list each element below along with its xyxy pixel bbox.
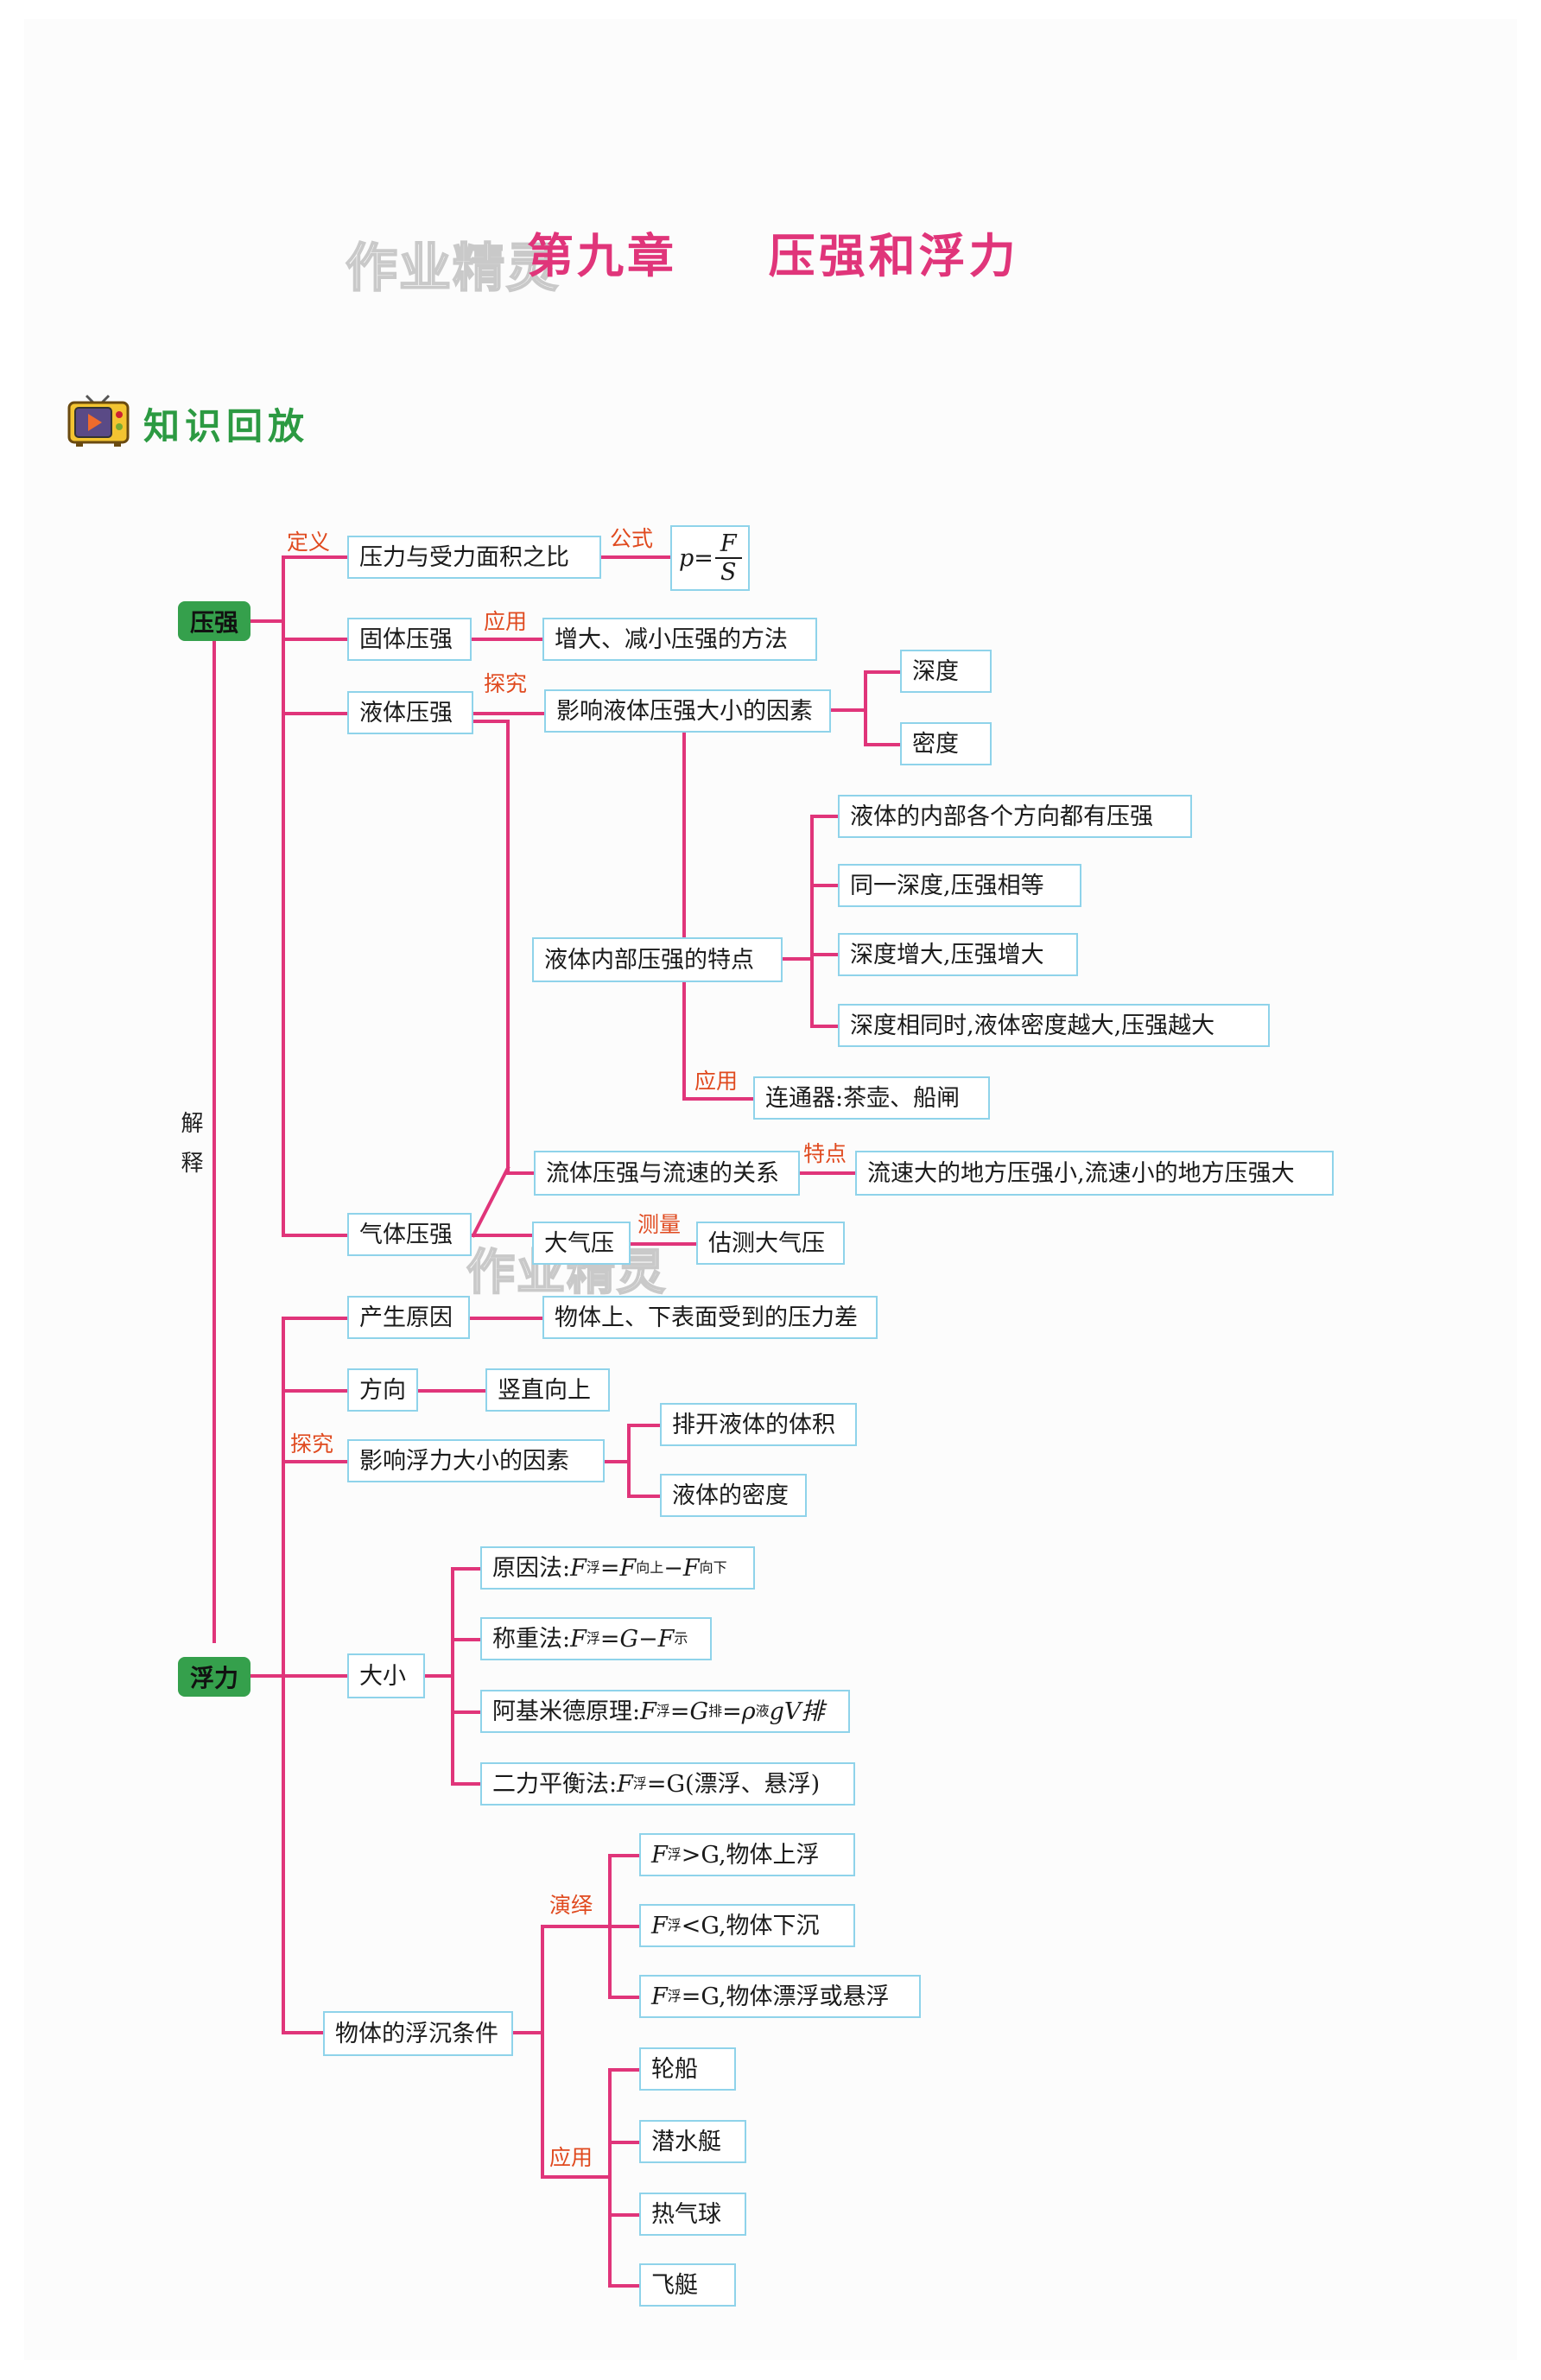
formula-lhs: p= (679, 544, 713, 572)
box-connector: 连通器:茶壶、船闸 (753, 1076, 990, 1120)
feature-item-3: 深度增大,压强增大 (838, 933, 1078, 976)
tail: gV排 (769, 1698, 825, 1725)
formula-fraction: F S (714, 532, 742, 586)
sub: 浮 (667, 1846, 682, 1863)
label-measure: 测量 (637, 1212, 682, 1237)
side-label-explain: 解释 (177, 1111, 203, 1190)
box-atm: 大气压 (532, 1222, 631, 1265)
feature-item-2: 同一深度,压强相等 (838, 864, 1081, 907)
sub: 浮 (656, 1703, 670, 1719)
eq: =G (669, 1698, 709, 1725)
symbol-F: F (570, 1554, 587, 1582)
sub: 浮 (586, 1559, 600, 1576)
box-formula: p= F S (670, 525, 750, 591)
label-definition: 定义 (287, 530, 331, 555)
box-estimate: 估测大气压 (696, 1222, 845, 1265)
sub2: 排 (708, 1703, 723, 1719)
box-liquid-pressure: 液体压强 (347, 691, 473, 734)
rest: =ρ (722, 1698, 756, 1725)
box-depth: 深度 (900, 650, 992, 693)
apply-item-airship: 飞艇 (639, 2263, 736, 2307)
box-size: 大小 (347, 1653, 425, 1698)
method-name: 阿基米德原理: (492, 1698, 641, 1725)
box-buoy-factor-2: 液体的密度 (660, 1474, 807, 1517)
sub2: 向上 (636, 1559, 664, 1576)
tv-play-icon (67, 394, 130, 447)
label-apply-2: 应用 (694, 1069, 739, 1094)
symbol-F: F (651, 1912, 668, 1939)
chapter-number: 第九章 (527, 229, 677, 283)
box-liquid-factors: 影响液体压强大小的因素 (544, 689, 831, 733)
chapter-title: 第九章 压强和浮力 (527, 218, 1019, 286)
feature-item-1: 液体的内部各个方向都有压强 (838, 795, 1192, 838)
box-cause-desc: 物体上、下表面受到的压力差 (542, 1296, 878, 1339)
formula-numerator: F (714, 532, 742, 559)
eq: =F (599, 1554, 637, 1582)
box-definition: 压力与受力面积之比 (347, 536, 601, 579)
section-title: 知识回放 (143, 405, 310, 447)
apply-item-ship: 轮船 (639, 2047, 736, 2091)
post: >G,物体上浮 (681, 1841, 820, 1869)
post: <G,物体下沉 (681, 1912, 820, 1939)
symbol-F: F (651, 1841, 668, 1869)
root-pressure: 压强 (178, 601, 250, 641)
formula-denominator: S (720, 559, 737, 586)
symbol-F: F (570, 1625, 587, 1653)
apply-item-submarine: 潜水艇 (639, 2120, 746, 2163)
rest: −F (663, 1554, 700, 1582)
label-feature: 特点 (803, 1141, 847, 1166)
box-flow: 流体压强与流速的关系 (534, 1151, 800, 1196)
sub2: 示 (674, 1630, 688, 1647)
box-cause: 产生原因 (347, 1296, 470, 1339)
eq: =G(漂浮、悬浮) (646, 1770, 821, 1798)
watermark: 作业精灵 (345, 238, 560, 300)
box-liquid-features: 液体内部压强的特点 (532, 937, 783, 982)
method-name: 二力平衡法: (492, 1770, 618, 1798)
label-deduce: 演绎 (549, 1893, 593, 1918)
sub: 浮 (586, 1630, 600, 1647)
box-flow-feature: 流速大的地方压强小,流速小的地方压强大 (855, 1151, 1334, 1196)
label-explore-b: 探究 (290, 1431, 334, 1457)
method-name: 称重法: (492, 1625, 571, 1653)
label-formula: 公式 (610, 526, 654, 551)
box-buoy-factor-1: 排开液体的体积 (660, 1403, 857, 1446)
sub3: 向下 (699, 1559, 727, 1576)
sub: 浮 (667, 1917, 682, 1933)
label-apply-b: 应用 (549, 2145, 593, 2170)
box-float-condition: 物体的浮沉条件 (323, 2011, 513, 2056)
symbol-F: F (640, 1698, 656, 1725)
box-solid-methods: 增大、减小压强的方法 (542, 618, 817, 661)
apply-item-balloon: 热气球 (639, 2193, 746, 2236)
eq: =G−F (599, 1625, 675, 1653)
box-buoy-factors: 影响浮力大小的因素 (347, 1439, 605, 1482)
method-name: 原因法: (492, 1554, 571, 1582)
feature-item-4: 深度相同时,液体密度越大,压强越大 (838, 1004, 1270, 1047)
post: =G,物体漂浮或悬浮 (681, 1983, 890, 2010)
root-buoyancy: 浮力 (178, 1657, 250, 1697)
box-density: 密度 (900, 722, 992, 765)
symbol-F: F (617, 1770, 633, 1798)
label-apply: 应用 (484, 609, 528, 634)
sub: 浮 (667, 1988, 682, 2004)
chapter-name: 压强和浮力 (768, 229, 1019, 283)
label-explore: 探究 (484, 671, 528, 696)
box-direction: 方向 (347, 1368, 418, 1412)
symbol-F: F (651, 1983, 668, 2010)
sub3: 液 (755, 1703, 770, 1719)
box-solid-pressure: 固体压强 (347, 618, 472, 661)
box-gas-pressure: 气体压强 (347, 1213, 472, 1256)
box-direction-desc: 竖直向上 (485, 1368, 610, 1412)
sub: 浮 (632, 1775, 647, 1792)
